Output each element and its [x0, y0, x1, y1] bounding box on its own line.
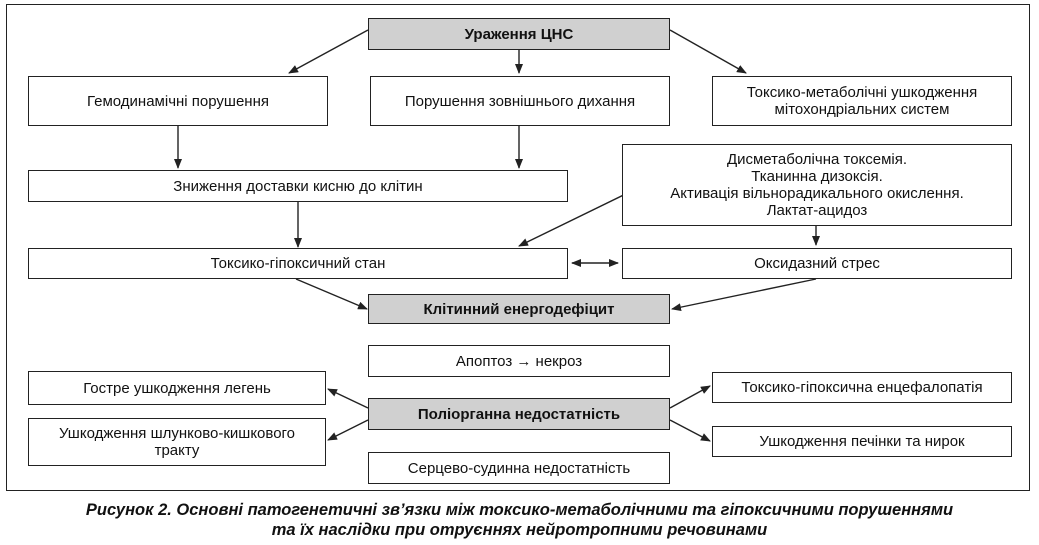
hemodynamic-label: Гемодинамічні порушення [87, 92, 269, 110]
arrow-pon-encep [669, 385, 711, 409]
liver-kidney-box: Ушкодження печінки та нирок [712, 426, 1012, 457]
encephalopathy-box: Токсико-гіпоксична енцефалопатія [712, 372, 1012, 403]
dysmetabolic-label-2: Тканинна дизоксія. [751, 168, 883, 185]
cns-damage-box: Ураження ЦНС [368, 18, 670, 50]
gi-injury-box: Ушкодження шлунково-кишкового тракту [28, 418, 326, 466]
apoptosis-box: Апоптоз → некроз [368, 345, 670, 377]
multiorgan-failure-label: Поліорганна недостатність [417, 405, 621, 423]
arrow-cns-hemo [288, 29, 369, 74]
figure-caption-line-1: Рисунок 2. Основні патогенетичні зв’язки… [85, 501, 954, 519]
energy-deficit-box: Клітинний енергодефіцит [368, 294, 670, 324]
arrow-dysm-toxhyp [518, 186, 641, 247]
arrow-cns-mito [669, 29, 747, 74]
arrow-oxstress-energy [671, 278, 817, 312]
dysmetabolic-label-3: Активація вільнорадикального окислення. [670, 185, 964, 202]
oxidase-stress-label: Оксидазний стрес [754, 255, 880, 272]
respiration-box: Порушення зовнішнього дихання [370, 76, 670, 126]
dysmetabolic-box: Дисметаболічна токсемія. Тканинна дизокс… [622, 144, 1012, 226]
respiration-label: Порушення зовнішнього дихання [404, 92, 636, 110]
oxygen-delivery-box: Зниження доставки кисню до клітин [28, 170, 568, 202]
arrow-pon-lung [327, 388, 369, 409]
lung-injury-box: Гостре ушкодження легень [28, 371, 326, 405]
energy-deficit-label: Клітинний енергодефіцит [423, 300, 615, 318]
cardiovascular-label: Серцево-судинна недостатність [407, 459, 631, 477]
mitochondrial-box: Токсико-метаболічні ушкодження мітохондр… [712, 76, 1012, 126]
mitochondrial-label-1: Токсико-метаболічні ушкодження [746, 84, 978, 101]
encephalopathy-label: Токсико-гіпоксична енцефалопатія [741, 379, 983, 396]
gi-injury-label-2: тракту [154, 442, 200, 459]
hemodynamic-box: Гемодинамічні порушення [28, 76, 328, 126]
arrow-pon-gi [327, 419, 369, 441]
liver-kidney-label: Ушкодження печінки та нирок [759, 433, 965, 450]
toxic-hypoxic-box: Токсико-гіпоксичний стан [28, 248, 568, 279]
gi-injury-label-1: Ушкодження шлунково-кишкового [58, 425, 296, 442]
arrow-toxhyp-energy [295, 278, 368, 310]
dysmetabolic-label-1: Дисметаболічна токсемія. [726, 151, 908, 168]
oxygen-delivery-label: Зниження доставки кисню до клітин [173, 177, 423, 195]
diagram-frame [6, 4, 1030, 491]
cns-damage-label: Ураження ЦНС [464, 25, 574, 43]
mitochondrial-label-2: мітохондріальних систем [774, 101, 950, 118]
lung-injury-label: Гостре ушкодження легень [83, 379, 271, 397]
arrow-pon-liver [669, 419, 711, 442]
figure-caption-line-2: та їх наслідки при отруєннях нейротропни… [271, 521, 768, 539]
cardiovascular-box: Серцево-судинна недостатність [368, 452, 670, 484]
oxidase-stress-box: Оксидазний стрес [622, 248, 1012, 279]
apoptosis-label: Апоптоз → некроз [455, 352, 583, 370]
toxic-hypoxic-label: Токсико-гіпоксичний стан [210, 255, 386, 272]
multiorgan-failure-box: Поліорганна недостатність [368, 398, 670, 430]
dysmetabolic-label-4: Лактат-ацидоз [766, 202, 868, 219]
